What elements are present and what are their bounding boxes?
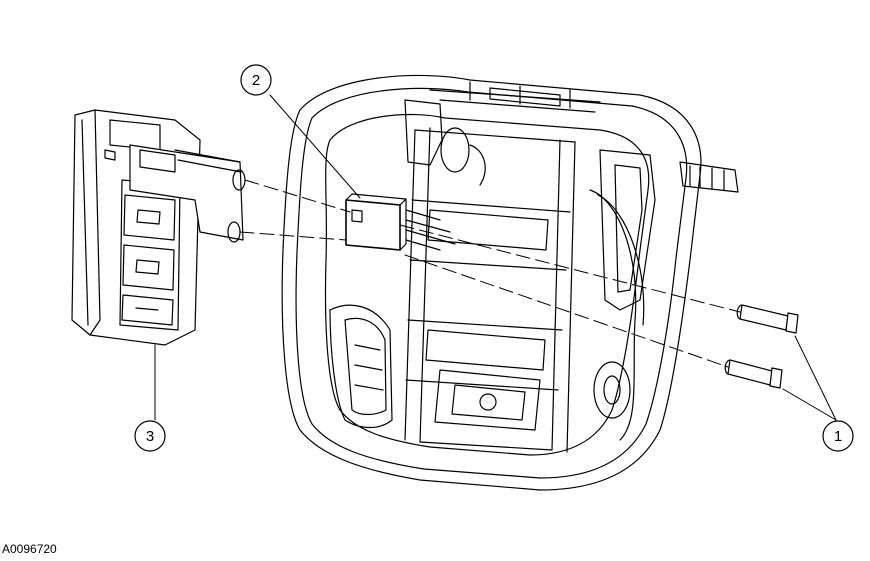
- alignment-lines: [239, 179, 741, 368]
- callout-3: 3: [134, 344, 166, 452]
- callout-1-label: 1: [834, 428, 842, 445]
- figure-id: A0096720: [2, 542, 57, 556]
- electrical-connector: [345, 193, 456, 251]
- callout-2: 2: [240, 64, 361, 199]
- bolt-upper: [736, 304, 799, 334]
- callout-2-label: 2: [252, 72, 260, 89]
- switch-module: [71, 109, 246, 346]
- bolt-lower: [724, 359, 783, 389]
- callout-3-label: 3: [146, 428, 154, 445]
- steering-wheel-housing: [281, 74, 739, 491]
- callout-1: 1: [782, 335, 854, 452]
